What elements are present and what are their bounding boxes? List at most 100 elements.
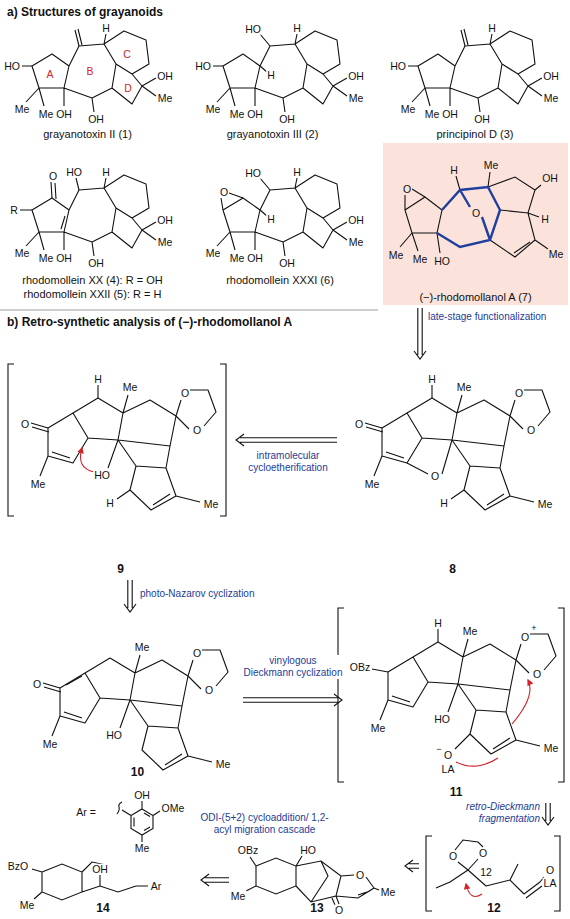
arrow-label: photo-Nazarov cyclization [140, 588, 310, 600]
atom-label: − [435, 745, 442, 754]
compound-number: 10 [131, 765, 144, 779]
structure-stroke [20, 178, 79, 229]
atom-label: O [514, 388, 524, 399]
atom-label: H [105, 498, 115, 509]
structure-stroke [213, 34, 270, 72]
atom-label: O [32, 679, 42, 690]
atom-label: Me [388, 250, 405, 261]
atom-label: OH [441, 109, 459, 120]
atom-label: O [48, 171, 58, 182]
atom-label: OH [347, 215, 365, 226]
arrow-label: vinylogous Dieckmann cyclization [243, 655, 343, 679]
atom-label: + [530, 624, 537, 633]
separator-line [0, 310, 378, 311]
atom-label: H [540, 214, 550, 225]
atom-label: Me [543, 743, 560, 754]
atom-label: OH [87, 258, 105, 269]
compound-name: rhodomollein XXII (5): R = H [24, 287, 162, 301]
atom-label: OH [347, 71, 365, 82]
atom-label: Me [229, 253, 246, 264]
atom-label: Me [122, 382, 139, 393]
atom-label: HO [105, 730, 123, 741]
compound-block: rhodomollein XX (4): R = OHrhodomollein … [0, 150, 185, 302]
atom-label: O [520, 632, 530, 643]
compound-block: 8 [340, 362, 565, 577]
retrosynthesis-arrow [405, 860, 419, 872]
atom-label: O [355, 870, 365, 881]
atom-label: O [192, 425, 202, 436]
atom-label: OH [133, 790, 151, 801]
atom-label: H [101, 167, 111, 178]
atom-label: OBz [349, 662, 371, 673]
arrow-label: intramolecular cycloetherification [236, 450, 340, 474]
structure-stroke [437, 187, 500, 247]
atom-label: O [354, 419, 364, 430]
structure-stroke [466, 884, 482, 896]
retrosynthesis-arrow [236, 434, 337, 446]
atom-label: HO [433, 256, 451, 267]
ring-letter: A [45, 69, 54, 80]
compound-block: 9 [8, 362, 233, 577]
ring-letter: C [122, 49, 132, 60]
aryl-structure [117, 801, 160, 842]
atom-label: Me [400, 104, 417, 115]
atom-label: HO [389, 61, 407, 72]
atom-label: OH [278, 258, 296, 269]
atom-label: Me [134, 642, 151, 653]
atom-label: O [532, 669, 542, 680]
atom-label: H [449, 165, 459, 176]
atom-label: H [292, 167, 302, 178]
atom-label: O [20, 419, 30, 430]
atom-label: Me [364, 479, 381, 490]
structure-stroke [43, 676, 130, 728]
structure-stroke [26, 175, 156, 256]
molecule-structure [365, 385, 550, 510]
structure-stroke [426, 836, 560, 911]
molecule-structure [32, 862, 148, 900]
compound-name: rhodomollein XXXI (6) [226, 273, 334, 287]
compound-number: 11 [450, 785, 463, 799]
atom-label: 12 [479, 867, 493, 878]
atom-label: H [266, 214, 276, 225]
atom-label: O [402, 184, 412, 195]
atom-label: OH [278, 114, 296, 125]
atom-label: O [545, 865, 555, 876]
compound-name: grayanotoxin II (1) [43, 127, 132, 141]
atom-label: H [292, 23, 302, 34]
molecule-structure [22, 29, 156, 112]
structure-stroke [217, 31, 347, 112]
compound-number: 14 [96, 901, 109, 915]
atom-label: HO [433, 714, 451, 725]
atom-label: OH [156, 71, 174, 82]
compound-block: 14 [8, 842, 198, 916]
atom-label: Me [38, 253, 55, 264]
atom-label: Me [30, 479, 47, 490]
atom-label: Me [456, 382, 473, 393]
atom-label: OH [91, 864, 109, 875]
atom-label: Me [483, 160, 500, 171]
atom-label: OH [87, 114, 105, 125]
ring-letter: D [123, 83, 133, 94]
compound-block: 10 [35, 615, 240, 780]
compound-number: 8 [449, 562, 456, 576]
structure-stroke [32, 862, 148, 900]
arrow-label: retro-Dieckmann fragmentation [420, 801, 540, 825]
molecule-structure [408, 29, 542, 112]
compound-name: principinol D (3) [436, 127, 513, 141]
structure-stroke [217, 175, 347, 256]
atom-label: HO [194, 61, 212, 72]
atom-label: Me [543, 93, 560, 104]
atom-label: Ar = [75, 807, 97, 818]
molecule-structure [338, 608, 564, 782]
atom-label: Me [19, 900, 36, 911]
atom-label: OH [541, 173, 559, 184]
atom-label: HO [244, 168, 262, 179]
atom-label: Me [229, 109, 246, 120]
atom-label: H [427, 374, 437, 385]
atom-label: H [433, 618, 443, 629]
atom-label: O [204, 685, 214, 696]
structure-stroke [81, 448, 95, 472]
section-heading: b) Retro-synthetic analysis of (−)-rhodo… [6, 316, 293, 328]
compound-name: grayanotoxin III (2) [227, 127, 319, 141]
structure-stroke [456, 680, 530, 766]
